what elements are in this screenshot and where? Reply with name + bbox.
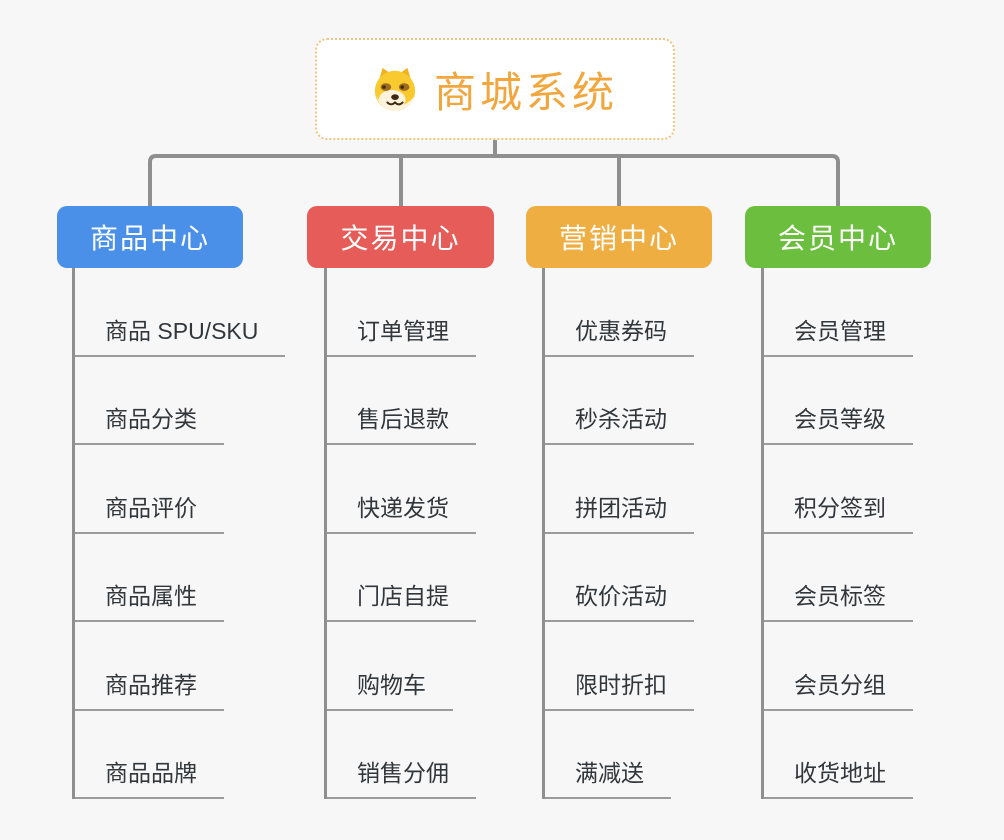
leaf-node: 会员标签 <box>761 534 913 622</box>
leaf-node-label[interactable]: 购物车 <box>324 666 453 711</box>
leaf-node-label[interactable]: 商品分类 <box>72 400 224 445</box>
leaf-node-label[interactable]: 收货地址 <box>761 754 913 799</box>
branch-column-marketing: 优惠券码 秒杀活动 拼团活动 砍价活动 限时折扣 满减送 <box>542 268 694 799</box>
branch-node-label: 会员中心 <box>777 223 898 254</box>
leaf-node: 积分签到 <box>761 445 913 534</box>
branch-trunk-line <box>324 268 327 799</box>
leaf-node: 商品分类 <box>72 357 285 445</box>
dog-face-icon <box>372 66 418 112</box>
branch-column-trade: 订单管理 售后退款 快递发货 门店自提 购物车 销售分佣 <box>324 268 476 799</box>
branch-node-label: 商品中心 <box>89 223 210 254</box>
leaf-node-label[interactable]: 优惠券码 <box>542 312 694 357</box>
leaf-node-label[interactable]: 秒杀活动 <box>542 400 694 445</box>
branch-node-member-center[interactable]: 会员中心 <box>745 206 931 268</box>
leaf-node: 售后退款 <box>324 357 476 445</box>
leaf-node: 商品品牌 <box>72 711 285 799</box>
leaf-node-label[interactable]: 砍价活动 <box>542 577 694 622</box>
leaf-node-label[interactable]: 商品推荐 <box>72 666 224 711</box>
branch-node-label: 营销中心 <box>558 223 679 254</box>
leaf-node-label[interactable]: 会员等级 <box>761 400 913 445</box>
leaf-node-label[interactable]: 销售分佣 <box>324 754 476 799</box>
branch-trunk-line <box>542 268 545 799</box>
leaf-node-label[interactable]: 售后退款 <box>324 400 476 445</box>
branch-column-product: 商品 SPU/SKU 商品分类 商品评价 商品属性 商品推荐 商品品牌 <box>72 268 286 799</box>
leaf-node: 订单管理 <box>324 268 476 357</box>
leaf-node: 会员管理 <box>761 268 913 357</box>
branch-node-label: 交易中心 <box>340 223 461 254</box>
leaf-node-label[interactable]: 商品属性 <box>72 577 224 622</box>
leaf-node: 优惠券码 <box>542 268 694 357</box>
leaf-node: 会员等级 <box>761 357 913 445</box>
leaf-node-label[interactable]: 满减送 <box>542 754 671 799</box>
leaf-node: 门店自提 <box>324 534 476 622</box>
leaf-node-label[interactable]: 限时折扣 <box>542 666 694 711</box>
leaf-node: 收货地址 <box>761 711 913 799</box>
root-node[interactable]: 商城系统 <box>315 38 675 140</box>
leaf-node: 商品评价 <box>72 445 285 534</box>
leaf-node-label[interactable]: 会员标签 <box>761 577 913 622</box>
leaf-node: 快递发货 <box>324 445 476 534</box>
leaf-node: 拼团活动 <box>542 445 694 534</box>
branch-column-member: 会员管理 会员等级 积分签到 会员标签 会员分组 收货地址 <box>761 268 913 799</box>
leaf-node-label[interactable]: 会员管理 <box>761 312 913 357</box>
leaf-node-label[interactable]: 商品评价 <box>72 489 224 534</box>
leaf-node: 购物车 <box>324 622 476 711</box>
root-node-label: 商城系统 <box>433 68 618 116</box>
leaf-node: 商品属性 <box>72 534 285 622</box>
branch-trunk-line <box>72 268 75 799</box>
branch-trunk-line <box>761 268 764 799</box>
leaf-node: 限时折扣 <box>542 622 694 711</box>
leaf-node: 销售分佣 <box>324 711 476 799</box>
leaf-node-label[interactable]: 会员分组 <box>761 666 913 711</box>
branch-node-marketing-center[interactable]: 营销中心 <box>526 206 712 268</box>
leaf-node-label[interactable]: 商品品牌 <box>72 754 224 799</box>
leaf-node-label[interactable]: 商品 SPU/SKU <box>72 312 286 357</box>
leaf-node: 砍价活动 <box>542 534 694 622</box>
leaf-node-label[interactable]: 拼团活动 <box>542 489 694 534</box>
leaf-node-label[interactable]: 门店自提 <box>324 577 476 622</box>
leaf-node: 秒杀活动 <box>542 357 694 445</box>
leaf-node: 会员分组 <box>761 622 913 711</box>
leaf-node: 满减送 <box>542 711 694 799</box>
branch-node-trade-center[interactable]: 交易中心 <box>307 206 494 268</box>
leaf-node: 商品 SPU/SKU <box>72 268 286 357</box>
branch-node-product-center[interactable]: 商品中心 <box>57 206 243 268</box>
leaf-node-label[interactable]: 积分签到 <box>761 489 913 534</box>
leaf-node-label[interactable]: 订单管理 <box>324 312 476 357</box>
leaf-node-label[interactable]: 快递发货 <box>324 489 476 534</box>
leaf-node: 商品推荐 <box>72 622 285 711</box>
bus-line <box>148 154 840 208</box>
